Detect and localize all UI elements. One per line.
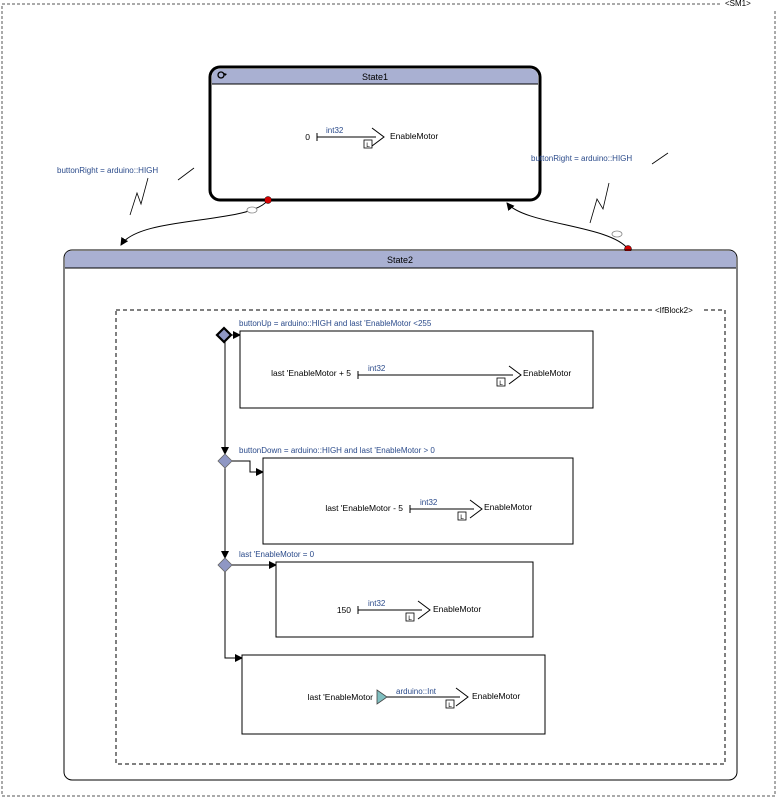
local-tag: L (408, 615, 412, 622)
transition-guard: buttonRight = arduino::HIGH (531, 154, 632, 163)
branch-condition: buttonDown = arduino::HIGH and last 'Ena… (239, 446, 435, 455)
if-block-label: <IfBlock2> (655, 306, 693, 315)
state1[interactable]: State1 (208, 65, 542, 202)
branch-condition: last 'EnableMotor = 0 (239, 550, 315, 559)
branch-2: buttonDown = arduino::HIGH and last 'Ena… (217, 446, 574, 545)
state-machine-frame (1, 3, 776, 797)
transition-guard: buttonRight = arduino::HIGH (57, 166, 158, 175)
state1-assignment: 0 int32 L EnableMotor (305, 126, 438, 149)
state2[interactable]: State2 (63, 249, 738, 781)
branch-condition: buttonUp = arduino::HIGH and last 'Enabl… (239, 319, 432, 328)
assign-target: EnableMotor (390, 131, 438, 141)
branch-action-box[interactable] (275, 561, 534, 638)
branch-action-box[interactable] (262, 457, 574, 545)
decision-diamond[interactable] (215, 326, 233, 344)
if-block-frame (115, 309, 726, 765)
local-tag: L (448, 702, 452, 709)
cast-icon (376, 689, 388, 705)
branch-action-box[interactable] (241, 654, 546, 735)
branch-type: int32 (420, 498, 438, 507)
branch-target: EnableMotor (472, 691, 520, 701)
local-tag: L (499, 380, 503, 387)
transition-handle (611, 230, 623, 238)
local-tag: L (366, 142, 370, 149)
branch-3: last 'EnableMotor = 0 150 int32 L Enable… (217, 545, 534, 638)
transition-source-dot (264, 196, 272, 204)
branch-target: EnableMotor (433, 604, 481, 614)
transition-state2-to-state1[interactable]: buttonRight = arduino::HIGH (506, 152, 669, 253)
branch-type: int32 (368, 599, 386, 608)
branch-action-box[interactable] (239, 330, 594, 409)
state-machine-label: <SM1> (725, 0, 751, 8)
state2-title: State2 (387, 255, 413, 265)
state1-title: State1 (362, 72, 388, 82)
transition-handle (246, 206, 258, 214)
branch-expr: 150 (337, 605, 351, 615)
local-tag: L (460, 514, 464, 521)
transition-state1-to-state2[interactable]: buttonRight = arduino::HIGH (57, 166, 272, 246)
branch-1: buttonUp = arduino::HIGH and last 'Enabl… (215, 319, 594, 409)
decision-diamond[interactable] (217, 557, 233, 573)
branch-expr: last 'EnableMotor (308, 692, 374, 702)
branch-target: EnableMotor (523, 368, 571, 378)
assign-type: int32 (326, 126, 344, 135)
branch-4: last 'EnableMotor arduino::Int L EnableM… (224, 572, 546, 735)
branch-type: arduino::Int (396, 687, 437, 696)
branch-target: EnableMotor (484, 502, 532, 512)
branch-expr: last 'EnableMotor + 5 (271, 368, 351, 378)
decision-diamond[interactable] (217, 453, 233, 469)
branch-expr: last 'EnableMotor - 5 (325, 503, 403, 513)
branch-type: int32 (368, 364, 386, 373)
assign-value: 0 (305, 132, 310, 142)
history-icon (217, 71, 227, 79)
